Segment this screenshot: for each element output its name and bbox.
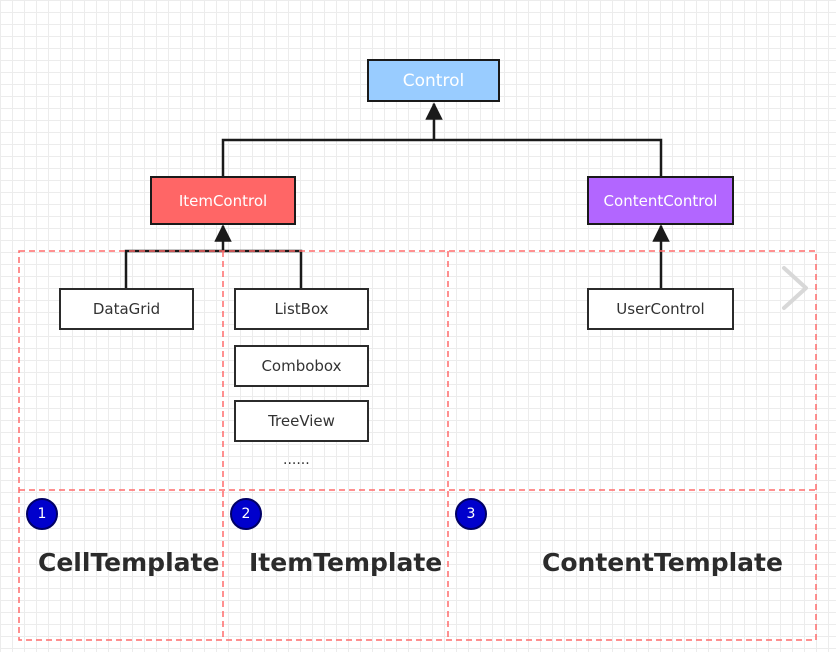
inheritance-connectors-top (221, 102, 663, 176)
item-control-node: ItemControl (150, 176, 296, 225)
template-region-outline (18, 250, 817, 641)
template-badge-1: 1 (26, 498, 58, 530)
user-control-node: UserControl (587, 288, 734, 330)
inheritance-connectors-item (124, 224, 303, 288)
combobox-node: Combobox (234, 345, 369, 387)
cell-template-label: CellTemplate (38, 548, 220, 577)
content-template-label: ContentTemplate (542, 548, 783, 577)
template-regions (18, 250, 817, 641)
item-template-label: ItemTemplate (249, 548, 443, 577)
template-badge-2: 2 (230, 498, 262, 530)
tree-view-node: TreeView (234, 400, 369, 442)
control-node: Control (367, 59, 500, 102)
template-badge-3: 3 (455, 498, 487, 530)
list-box-node: ListBox (234, 288, 369, 330)
chevron-right-icon[interactable] (782, 266, 808, 310)
more-items-ellipsis: ...... (283, 452, 310, 468)
data-grid-node: DataGrid (59, 288, 194, 330)
content-control-node: ContentControl (587, 176, 734, 225)
